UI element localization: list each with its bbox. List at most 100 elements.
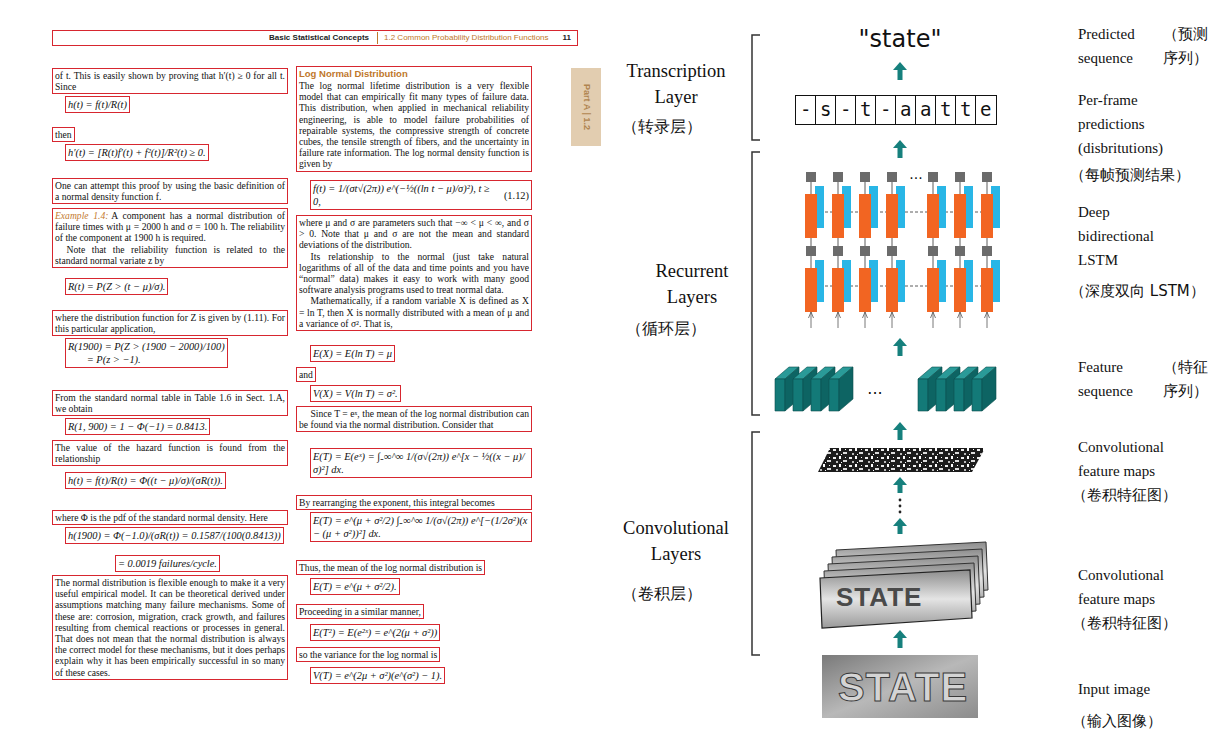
layer-label: Recurrent Layers <box>636 258 748 310</box>
formula-box: E(T) = e^(μ + σ²/2) ∫₋∞^∞ 1/(σ√(2π)) e^[… <box>310 512 532 542</box>
formula-text: = P(z > −1). <box>68 353 225 366</box>
formula-box: R(1900) = P(Z > (1900 − 2000)/100)= P(z … <box>65 338 228 368</box>
paragraph-text: so the variance for the log normal is <box>299 649 437 660</box>
page-header: Basic Statistical Concepts1.2 Common Pro… <box>52 30 578 46</box>
frame-char: a <box>916 96 936 122</box>
formula-box: E(X) = E(ln T) = μ <box>310 345 395 362</box>
image-text: STATE <box>836 582 966 612</box>
text-block: From the standard normal table in Table … <box>52 390 288 416</box>
formula-box: R(t) = P(Z > (t − μ)/σ). <box>65 278 168 295</box>
stage-label: （预测序列） <box>1163 22 1211 70</box>
ellipsis: ... <box>904 166 928 182</box>
formula-text: E(T) = e^(μ + σ²/2). <box>313 580 397 593</box>
header-text: 11 <box>563 32 571 44</box>
text-block: Example 1.4:A component has a normal dis… <box>52 208 288 268</box>
formula-box: f(t) = 1/(σt√(2π)) e^(−½((ln t − μ)/σ)²)… <box>310 180 532 210</box>
paragraph-text: where μ and σ are parameters such that −… <box>299 217 529 251</box>
formula-box: E(T) = E(eˣ) = ∫₋∞^∞ 1/(σ√(2π)) e^[x − ½… <box>310 448 532 478</box>
paragraph-text: Thus, the mean of the log normal distrib… <box>299 562 482 573</box>
text-block: Since T = eˣ, the mean of the log normal… <box>296 406 532 432</box>
formula-box: = 0.0019 failures/cycle. <box>115 555 220 572</box>
stage-label: Convolutional feature maps <box>1078 435 1200 483</box>
formula-text: R(1900) = P(Z > (1900 − 2000)/100) <box>68 340 225 353</box>
paragraph-text: Proceeding in a similar manner, <box>299 606 421 617</box>
formula-box: E(T²) = E(e²ˣ) = e^(2(μ + σ²)) <box>310 624 440 641</box>
text-block: where Φ is the pdf of the standard norma… <box>52 510 288 525</box>
frame-cell: s <box>815 95 837 125</box>
stage-label: （深度双向 LSTM） <box>1070 280 1230 302</box>
paragraph-text: Its relationship to the normal (just tak… <box>299 251 529 296</box>
text-block: then <box>52 127 75 142</box>
formula-box: h(1900) = Φ(−1.0)/(σR(t)) = 0.1587/(100(… <box>65 527 284 544</box>
formula-text: h(1900) = Φ(−1.0)/(σR(t)) = 0.1587/(100(… <box>68 529 281 542</box>
frame-char: t <box>936 96 956 122</box>
frame-cell: e <box>975 95 997 125</box>
header-text: Basic Statistical Concepts <box>269 32 369 44</box>
paragraph-text: Since T = eˣ, the mean of the log normal… <box>299 408 529 430</box>
frame-cell: t <box>855 95 877 125</box>
formula-text: E(T²) = E(e²ˣ) = e^(2(μ + σ²)) <box>313 626 437 639</box>
formula-text: E(T) = E(eˣ) = ∫₋∞^∞ 1/(σ√(2π)) e^[x − ½… <box>313 450 529 476</box>
formula-box: E(T) = e^(μ + σ²/2). <box>310 578 400 595</box>
text-block: Log Normal DistributionThe log normal li… <box>296 66 532 172</box>
formula-box: h′(t) = [R(t)f′(t) + f²(t)]/R²(t) ≥ 0. <box>65 144 209 161</box>
stage-label: （输入图像） <box>1072 710 1182 732</box>
formula-text: R(t) = P(Z > (t − μ)/σ). <box>68 280 165 293</box>
section-heading: Log Normal Distribution <box>299 68 529 80</box>
stage-label: （卷积特征图） <box>1072 484 1202 506</box>
paragraph-text: then <box>55 129 72 140</box>
predicted-text: "state" <box>830 24 970 54</box>
frame-char: t <box>956 96 976 122</box>
text-block: The value of the hazard function is foun… <box>52 440 288 466</box>
stage-label: Per-frame predictions (disbritutions) <box>1078 88 1190 160</box>
paragraph-text: From the standard normal table in Table … <box>55 392 285 414</box>
paragraph-text: of t. This is easily shown by proving th… <box>55 70 285 92</box>
frame-char: e <box>976 96 996 122</box>
text-block: One can attempt this proof by using the … <box>52 178 288 204</box>
frame-char: t <box>856 96 876 122</box>
paragraph-text: Example 1.4: <box>55 210 108 221</box>
formula-text: V(X) = V(ln T) = σ². <box>313 387 398 400</box>
formula-box: h(t) = f(t)/R(t) = Φ((t − μ)/σ)/(σR(t)). <box>65 472 226 489</box>
text-block: Thus, the mean of the log normal distrib… <box>296 560 485 575</box>
paragraph-text: The normal distribution is flexible enou… <box>55 577 285 678</box>
paragraph-text: The log normal lifetime distribution is … <box>299 80 529 170</box>
frame-cell: - <box>795 95 817 125</box>
layer-label: （循环层） <box>626 318 736 340</box>
text-block: The normal distribution is flexible enou… <box>52 575 288 680</box>
stage-label: Deep bidirectional LSTM <box>1078 200 1180 272</box>
stage-label: Convolutional feature maps <box>1078 563 1200 611</box>
text-block: By rearranging the exponent, this integr… <box>296 495 532 510</box>
paragraph-text: The value of the hazard function is foun… <box>55 442 285 464</box>
text-block: of t. This is easily shown by proving th… <box>52 68 288 94</box>
section-tab: Part A | 1.2 <box>571 68 601 146</box>
stage-label: Feature sequence <box>1078 355 1160 403</box>
paragraph-text: One can attempt this proof by using the … <box>55 180 285 202</box>
text-block: Proceeding in a similar manner, <box>296 604 424 619</box>
text-block: and <box>296 367 316 382</box>
paragraph-text: and <box>299 369 313 380</box>
frame-char: a <box>896 96 916 122</box>
formula-text: V(T) = e^(2μ + σ²)(e^(σ²) − 1). <box>313 669 442 682</box>
stage-label: （特征序列） <box>1163 355 1211 403</box>
frame-char: - <box>796 96 816 122</box>
formula-box: V(T) = e^(2μ + σ²)(e^(σ²) − 1). <box>310 667 445 684</box>
frame-cell: t <box>955 95 977 125</box>
paragraph-text: By rearranging the exponent, this integr… <box>299 497 529 508</box>
formula-text: h(t) = f(t)/R(t) = Φ((t − μ)/σ)/(σR(t)). <box>68 474 223 487</box>
frame-char: s <box>816 96 836 122</box>
frame-char: - <box>836 96 856 122</box>
stage-label: （每帧预测结果） <box>1070 164 1210 186</box>
frame-cell: - <box>835 95 857 125</box>
formula-box: R(1, 900) = 1 − Φ(−1) = 0.8413. <box>65 418 210 435</box>
layer-label: Transcription Layer <box>606 58 746 110</box>
text-block: so the variance for the log normal is <box>296 647 440 662</box>
layer-label: （卷积层） <box>622 583 732 605</box>
ellipsis: ... <box>856 380 894 398</box>
formula-text: h(t) = f(t)/R(t) <box>68 98 127 111</box>
image-text: STATE <box>831 664 975 710</box>
layer-label: （转录层） <box>622 116 732 138</box>
formula-box: h(t) = f(t)/R(t) <box>65 96 130 113</box>
formula-text: E(T) = e^(μ + σ²/2) ∫₋∞^∞ 1/(σ√(2π)) e^[… <box>313 514 529 540</box>
frame-cell: a <box>895 95 917 125</box>
